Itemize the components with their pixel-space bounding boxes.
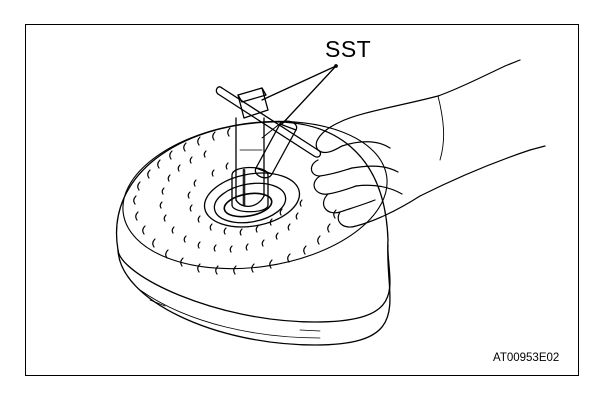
sst-callout-label: SST: [325, 36, 372, 62]
hand: [310, 59, 546, 228]
torque-converter: [115, 120, 391, 346]
figure-id-label: AT00953E02: [493, 352, 560, 364]
callout-leaders: [261, 64, 338, 125]
sst-tool: [215, 86, 322, 213]
sst-holder: [254, 120, 298, 179]
fin-slots: [133, 127, 337, 275]
